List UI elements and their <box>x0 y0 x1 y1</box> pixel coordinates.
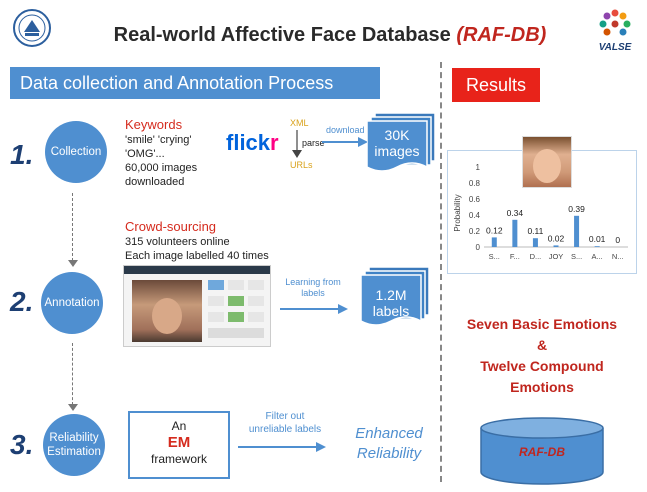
y-tick-label: 0 <box>476 243 481 252</box>
bar <box>532 238 538 247</box>
svg-text:VALSE: VALSE <box>599 42 632 53</box>
y-tick-label: 0.4 <box>469 211 481 220</box>
parse-label: parse <box>302 138 325 148</box>
category-label: F... <box>510 252 520 261</box>
filter-label: Filter out unreliable labels <box>248 411 322 435</box>
category-label: JOY <box>549 252 564 261</box>
crowdsourcing-title: Crowd-sourcing <box>125 219 217 234</box>
university-logo <box>12 8 52 48</box>
bar <box>574 215 580 247</box>
raf-db-cylinder: RAF-DB <box>479 416 605 486</box>
collection-circle: Collection <box>45 121 107 183</box>
y-axis-title: Probability <box>453 194 462 231</box>
y-tick-label: 0.8 <box>469 179 481 188</box>
y-tick-label: 0.2 <box>469 227 481 236</box>
category-label: D... <box>530 252 542 261</box>
keywords-text: 'smile' 'crying' 'OMG'... 60,000 images … <box>125 134 198 188</box>
annotation-tool-screenshot <box>123 265 271 347</box>
step-number-3: 3. <box>10 429 34 460</box>
enhanced-reliability: Enhanced Reliability <box>355 425 423 462</box>
bar-value-label: 0.11 <box>527 226 543 236</box>
bar-value-label: 0 <box>615 235 620 245</box>
bar-value-label: 0.02 <box>548 233 565 243</box>
learning-label: Learning from labels <box>285 277 341 298</box>
bar-value-label: 0.39 <box>568 204 585 214</box>
connector-2-3 <box>72 343 73 405</box>
arrow-down-icon <box>68 260 78 267</box>
category-label: A... <box>592 252 603 261</box>
step-number-1: 1. <box>10 139 34 170</box>
em-framework-box: An EM framework <box>128 411 230 479</box>
parse-arrow-icon <box>292 130 302 158</box>
category-label: S... <box>489 252 500 261</box>
section-data-collection: Data collection and Annotation Process <box>10 67 380 99</box>
page-title: Real-world Affective Face Database (RAF-… <box>113 24 547 46</box>
learning-arrow-icon <box>280 304 348 314</box>
category-label: S... <box>571 252 582 261</box>
bar <box>512 219 518 247</box>
keywords-title: Keywords <box>125 117 183 132</box>
download-arrow-icon <box>322 137 368 147</box>
bar <box>553 245 559 247</box>
valse-logo: VALSE <box>592 8 638 54</box>
connector-1-2 <box>72 193 73 261</box>
child-face-photo <box>522 136 572 188</box>
arrow-down-icon <box>68 404 78 411</box>
annotation-circle: Annotation <box>41 272 103 334</box>
category-label: N... <box>612 252 624 261</box>
crowdsourcing-text: 315 volunteers online Each image labelle… <box>125 236 269 262</box>
step-number-2: 2. <box>10 286 34 317</box>
y-tick-label: 1 <box>476 163 481 172</box>
filter-arrow-icon <box>238 442 326 452</box>
xml-label: XML <box>290 118 309 128</box>
bar <box>594 246 600 247</box>
bar-value-label: 0.34 <box>507 208 524 218</box>
download-label: download <box>326 125 365 135</box>
section-results: Results <box>452 68 540 102</box>
images-stack: 30K images <box>367 113 439 175</box>
bar <box>491 237 497 247</box>
urls-label: URLs <box>290 160 313 170</box>
y-tick-label: 0.6 <box>469 195 481 204</box>
bar-value-label: 0.12 <box>486 225 503 235</box>
flickr-logo: flickr <box>226 130 279 155</box>
section-divider <box>440 62 442 482</box>
labels-stack: 1.2M labels <box>361 267 433 329</box>
child-face-photo <box>132 280 202 342</box>
emotions-text: Seven Basic Emotions & Twelve Compound E… <box>466 316 618 395</box>
bar-value-label: 0.01 <box>589 234 606 244</box>
